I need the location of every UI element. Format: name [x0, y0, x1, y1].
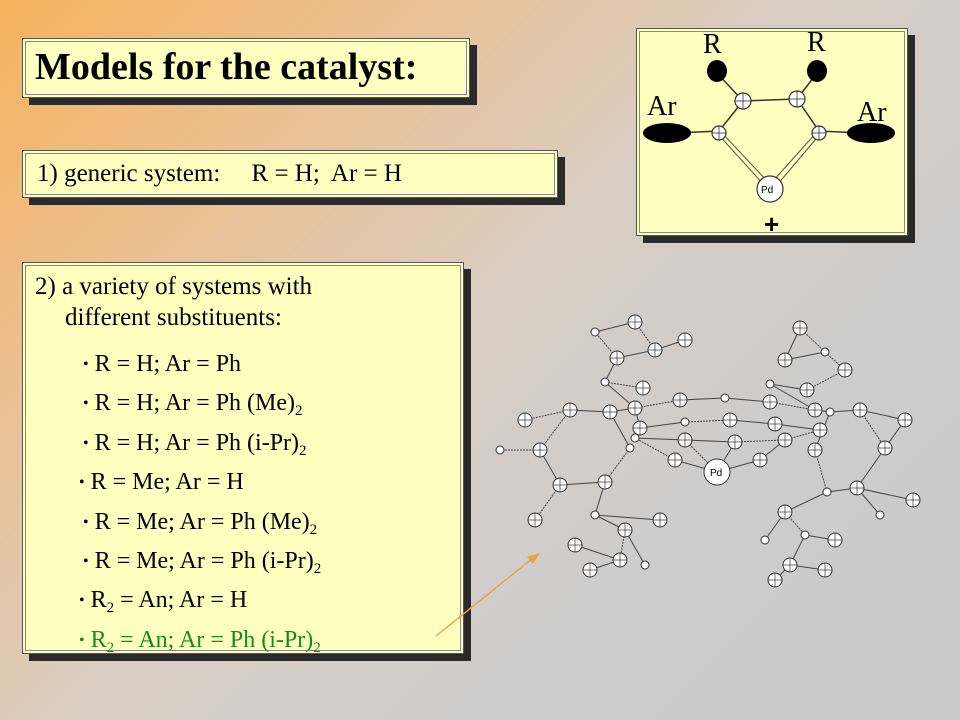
structure-bond: [574, 544, 621, 561]
structure-bond: [639, 421, 686, 429]
structure-bond: [594, 514, 661, 521]
bullet-subscript: 2: [299, 442, 307, 459]
bullet-text: R = H; Ar = Ph (Me): [94, 390, 296, 417]
molecular-structure: Pd: [495, 314, 921, 588]
variety-heading: 2) a variety of systems with different s…: [35, 271, 312, 333]
bullet-subscript: 2: [106, 639, 115, 656]
structure-bond: [769, 383, 816, 411]
structure-atoms: [495, 314, 921, 588]
ligand-charge-label: +: [764, 209, 779, 237]
bullet-text: R = Me; Ar = Ph (Me): [94, 508, 310, 535]
bullet-subscript: 2: [295, 403, 303, 420]
structure-atom: [495, 445, 505, 455]
variety-systems-box: 2) a variety of systems with different s…: [22, 262, 464, 655]
structure-bond: [784, 491, 828, 513]
ligand-diagram: Pd R R Ar Ar +: [643, 29, 895, 237]
title-box: Models for the catalyst:: [22, 38, 470, 98]
bullet-icon: •: [79, 592, 85, 610]
structure-atom: [630, 433, 640, 443]
bullet-text: R = H; Ar = Ph (i-Pr): [94, 429, 300, 456]
structure-bond: [859, 409, 906, 421]
bullet-icon: •: [83, 395, 89, 413]
structure-bond: [799, 327, 826, 353]
structure-metal-label: Pd: [710, 468, 722, 479]
bullet-icon: •: [83, 513, 89, 531]
list-item: • R = Me; Ar = Ph (Me)2: [83, 503, 321, 542]
list-item: • R = H; Ar = Ph: [83, 345, 321, 384]
structure-bond: [784, 511, 806, 536]
list-item: • R2 = An; Ar = H: [79, 581, 321, 620]
structure-bond: [634, 399, 681, 409]
structure-atom: [720, 393, 730, 403]
structure-bond: [724, 397, 771, 403]
list-item: • R = Me; Ar = H: [79, 463, 321, 502]
bullet-subscript: 2: [313, 639, 321, 656]
bullet-subscript: 2: [309, 521, 318, 538]
structure-bond: [769, 401, 816, 411]
structure-bond: [524, 409, 571, 421]
structure-bond: [559, 481, 606, 486]
bullet-icon: •: [83, 356, 89, 373]
bullet-icon: •: [83, 552, 89, 570]
variety-heading-line1: 2) a variety of systems with: [35, 273, 313, 300]
structure-metal-atom: [703, 458, 731, 486]
ligand-metal-label: Pd: [761, 185, 773, 196]
list-item: • R = Me; Ar = Ph (i-Pr)2: [83, 542, 321, 581]
ligand-ar-right-label: Ar: [857, 97, 887, 128]
bullet-subscript: 2: [106, 600, 115, 617]
list-item: • R = H; Ar = Ph (Me)2: [83, 384, 321, 423]
structure-bond: [859, 409, 886, 449]
structure-atom: [765, 379, 775, 389]
structure-atom: [625, 443, 635, 453]
bullet-icon: •: [79, 631, 85, 649]
structure-bond: [634, 437, 686, 441]
structure-bond: [604, 381, 644, 389]
substituent-list: •R = H; Ar = Ph •R = H; Ar = Ph (Me)2 •R…: [79, 345, 321, 660]
generic-system-text: 1) generic system: R = H; Ar = H: [37, 160, 402, 187]
structure-atom: [600, 377, 610, 387]
structure-bond: [734, 439, 786, 443]
ligand-r-right-label: R: [807, 29, 826, 58]
structure-bond: [679, 397, 726, 401]
bullet-icon: •: [83, 434, 89, 452]
structure-atom: [680, 417, 690, 427]
bullet-text: R: [90, 626, 107, 653]
structure-bond: [729, 419, 776, 425]
bullet-icon: •: [79, 474, 85, 492]
structure-atom: [590, 327, 600, 337]
structure-atom: [800, 530, 810, 540]
ligand-r-left-label: R: [703, 29, 722, 60]
bullet-text: R: [90, 587, 107, 614]
structure-atom: [640, 560, 650, 570]
bullet-text: = An; Ar = H: [114, 587, 248, 614]
structure-atom: [590, 510, 600, 520]
structure-bond: [604, 447, 631, 483]
structure-bond: [774, 423, 821, 431]
slide-title: Models for the catalyst:: [35, 46, 418, 88]
bullet-text: R = H; Ar = Ph: [94, 351, 242, 377]
generic-system-box: 1) generic system: R = H; Ar = H: [22, 150, 558, 198]
structure-atom: [820, 347, 830, 357]
structure-atom: [760, 535, 770, 545]
list-item: • R = H; Ar = Ph (i-Pr)2: [83, 424, 321, 463]
structure-bond: [539, 409, 571, 451]
bullet-text: R = Me; Ar = H: [90, 469, 244, 496]
structure-bond: [634, 437, 676, 461]
structure-bond: [594, 331, 618, 359]
variety-heading-line2: different substituents:: [65, 304, 282, 331]
bullet-text: R = Me; Ar = Ph (i-Pr): [94, 547, 314, 574]
structure-atom: [825, 407, 835, 417]
structure-atom: [822, 487, 832, 497]
list-item-highlighted: •R2 = An; Ar = Ph (i-Pr)2: [79, 621, 321, 660]
ligand-ar-left-label: Ar: [647, 91, 677, 122]
structure-bond: [684, 439, 736, 443]
structure-atom: [875, 510, 885, 520]
structure-bond: [856, 487, 914, 501]
structure-bond: [856, 447, 886, 489]
bullet-text: = An; Ar = Ph (i-Pr): [114, 626, 314, 653]
ligand-diagram-box: Pd R R Ar Ar +: [636, 28, 908, 237]
structure-bonds: [500, 321, 914, 581]
structure-bond: [684, 419, 731, 423]
bullet-subscript: 2: [313, 560, 322, 577]
